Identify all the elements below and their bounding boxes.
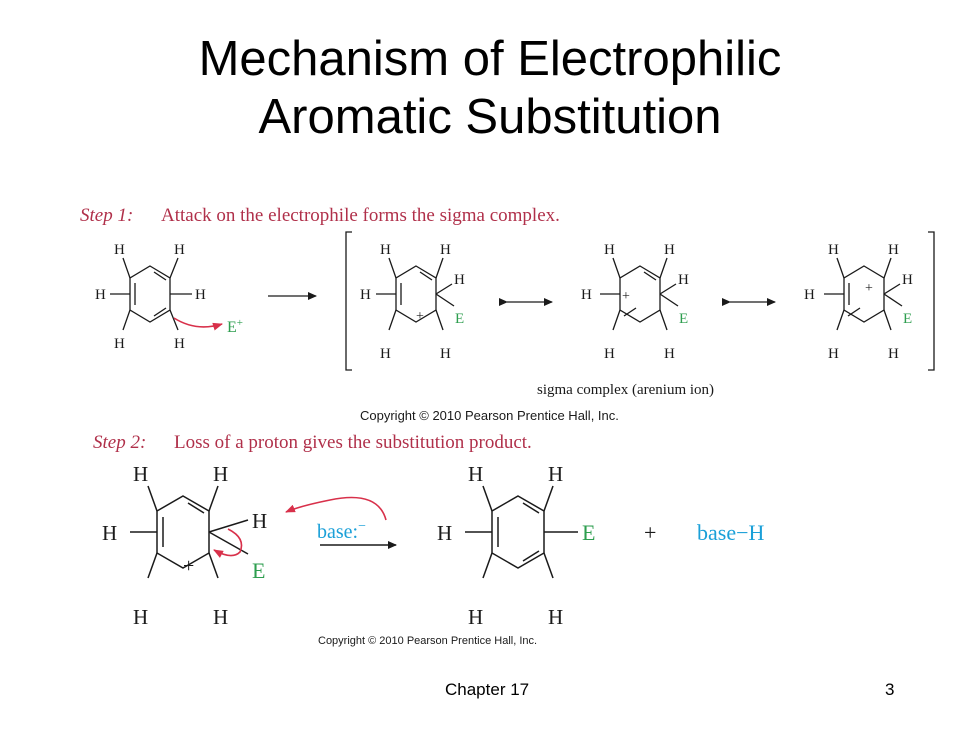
h-atom: H xyxy=(133,462,148,486)
h-atom: H xyxy=(804,287,815,303)
step-1-copyright: Copyright © 2010 Pearson Prentice Hall, … xyxy=(360,408,619,423)
h-atom: H xyxy=(380,346,391,362)
electrophile-e: E xyxy=(679,311,688,327)
h-atom: H xyxy=(604,346,615,362)
h-atom: H xyxy=(174,242,185,258)
h-atom: H xyxy=(581,287,592,303)
benzene-molecule xyxy=(110,257,192,331)
h-atom: H xyxy=(888,242,899,258)
resonance-structure-2: H H H H H H + E xyxy=(581,242,689,362)
footer-chapter: Chapter 17 xyxy=(445,680,530,699)
h-atom: H xyxy=(440,242,451,258)
h-atom: H xyxy=(213,605,228,629)
h-atom: H xyxy=(360,287,371,303)
h-atom: H xyxy=(195,287,206,303)
h-atom: H xyxy=(95,287,106,303)
title-line-2: Aromatic Substitution xyxy=(258,90,722,144)
step-1: Step 1: Attack on the electrophile forms… xyxy=(80,205,935,423)
resonance-structure-3: H H H H H H + E xyxy=(804,242,913,362)
title-line-1: Mechanism of Electrophilic xyxy=(198,32,782,86)
sigma-complex-caption: sigma complex (arenium ion) xyxy=(537,382,714,398)
h-atom: H xyxy=(604,242,615,258)
left-bracket xyxy=(345,231,352,371)
positive-charge: + xyxy=(183,555,194,577)
electrophile-e: E xyxy=(903,311,912,327)
h-atom: H xyxy=(440,346,451,362)
positive-charge: + xyxy=(865,281,873,296)
h-atom: H xyxy=(102,521,117,545)
positive-charge: + xyxy=(416,309,424,324)
h-atom: H xyxy=(114,336,125,352)
h-atom: H xyxy=(174,336,185,352)
curved-arrow xyxy=(285,496,387,521)
h-atom: H xyxy=(437,521,452,545)
h-atom: H xyxy=(454,272,465,288)
h-atom: H xyxy=(548,462,563,486)
h-atom: H xyxy=(468,462,483,486)
h-atom: H xyxy=(468,605,483,629)
h-atom: H xyxy=(664,242,675,258)
resonance-structure-1: H H H H H H + E xyxy=(360,242,465,362)
electrophile-e: E xyxy=(582,520,595,545)
h-atom: H xyxy=(213,462,228,486)
h-atom: H xyxy=(380,242,391,258)
positive-charge: + xyxy=(622,289,630,304)
page-number: 3 xyxy=(885,680,895,699)
base-label: base:− xyxy=(317,519,366,543)
electrophile-e: E xyxy=(455,311,464,327)
step-2-description: Loss of a proton gives the substitution … xyxy=(174,432,532,453)
page-title: Mechanism of Electrophilic Aromatic Subs… xyxy=(0,30,980,146)
h-atom: H xyxy=(678,272,689,288)
h-atom: H xyxy=(828,346,839,362)
step-2-label: Step 2: xyxy=(93,432,146,453)
h-atom: H xyxy=(888,346,899,362)
h-atom: H xyxy=(548,605,563,629)
step-2: Step 2: Loss of a proton gives the subst… xyxy=(93,432,764,647)
step-1-label: Step 1: xyxy=(80,205,133,226)
h-atom: H xyxy=(828,242,839,258)
h-atom: H xyxy=(902,272,913,288)
sigma-complex-molecule: H H H H H H + E xyxy=(102,462,267,629)
electrophile-e: E xyxy=(252,558,265,583)
product-molecule: H H H H H E xyxy=(437,462,595,629)
plus-sign: + xyxy=(644,520,656,545)
byproduct-base-h: base−H xyxy=(697,520,764,545)
h-atom: H xyxy=(133,605,148,629)
step-1-description: Attack on the electrophile forms the sig… xyxy=(161,205,560,226)
step-2-copyright: Copyright © 2010 Pearson Prentice Hall, … xyxy=(318,635,537,647)
h-atom: H xyxy=(664,346,675,362)
electrophile-label: E+ xyxy=(227,317,243,336)
h-atom: H xyxy=(114,242,125,258)
curved-arrow xyxy=(173,317,223,331)
h-atom: H xyxy=(252,509,267,533)
right-bracket xyxy=(928,231,935,371)
curved-arrow xyxy=(213,528,243,558)
